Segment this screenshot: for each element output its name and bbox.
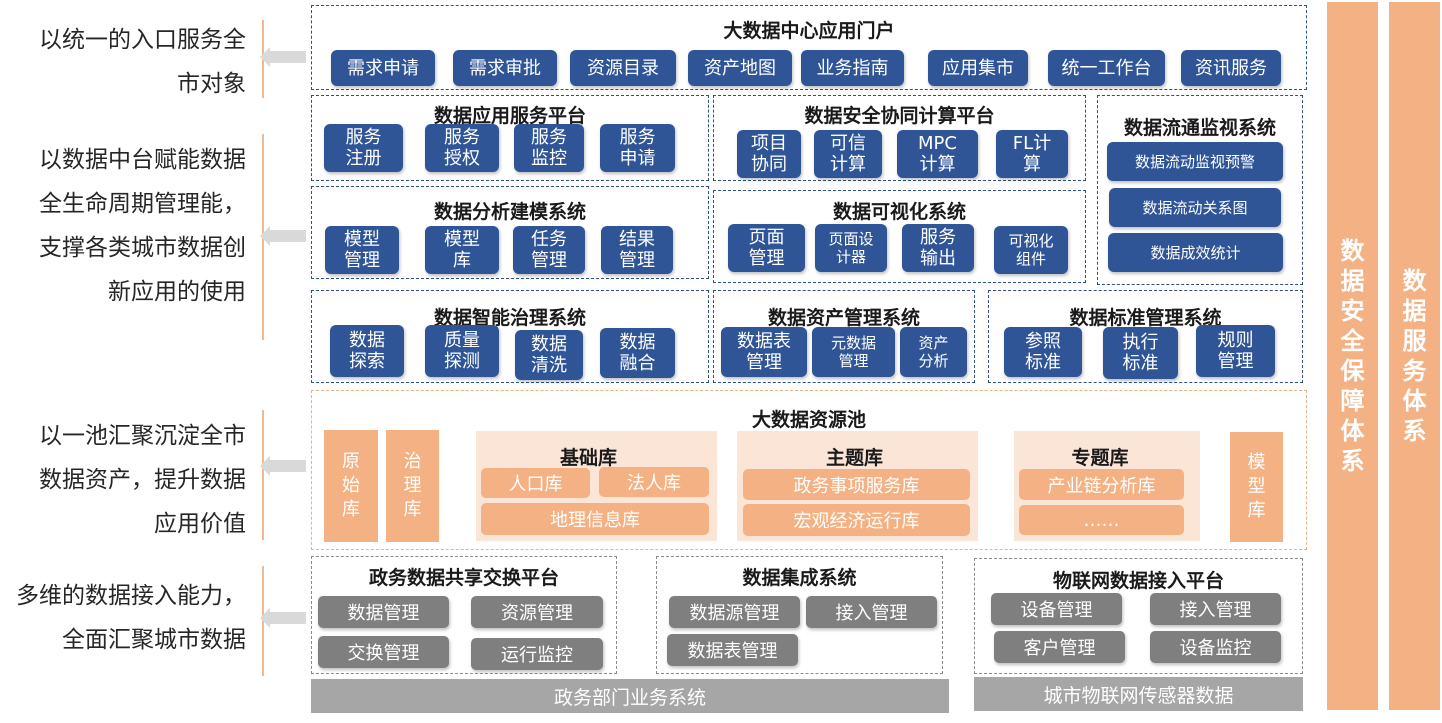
iot-button-access-manage[interactable]: 接入管理 (1150, 593, 1281, 625)
integration-button-access-manage[interactable]: 接入管理 (806, 596, 937, 628)
raw-lib-column: 原 始 库 (324, 430, 378, 542)
flow-button-effect-stats[interactable]: 数据成效统计 (1108, 233, 1283, 272)
governance-button-explore[interactable]: 数据 探索 (330, 325, 404, 377)
security-button-trusted-compute[interactable]: 可信 计算 (814, 130, 882, 178)
special-lib-item-industry-chain[interactable]: 产业链分析库 (1019, 469, 1184, 500)
flow-monitor-title: 数据流通监视系统 (1123, 117, 1276, 139)
gov-exchange-button-exchange-manage[interactable]: 交换管理 (318, 636, 449, 668)
security-button-fl-compute[interactable]: FL计 算 (996, 130, 1068, 178)
standard-button-rule[interactable]: 规则 管理 (1196, 325, 1275, 377)
integration-button-datasource-manage[interactable]: 数据源管理 (669, 596, 800, 628)
description-resource-pool: 以一池汇聚沉淀全市 数据资产，提升数据 应用价值 (39, 423, 246, 537)
description-middle-platform: 以数据中台赋能数据 全生命周期管理能， 支撑各类城市数据创 新应用的使用 (39, 147, 246, 305)
asset-button-analysis[interactable]: 资产 分析 (900, 327, 967, 377)
base-lib-item-population[interactable]: 人口库 (481, 468, 590, 498)
asset-mgmt-title: 数据资产管理系统 (767, 307, 920, 329)
base-lib-item-legal-person[interactable]: 法人库 (599, 467, 709, 497)
portal-button-news-service[interactable]: 资讯服务 (1181, 50, 1281, 86)
asset-button-metadata[interactable]: 元数据 管理 (812, 327, 895, 377)
topic-lib-title: 主题库 (825, 447, 883, 469)
governance-button-quality[interactable]: 质量 探测 (425, 325, 499, 377)
data-service-column: 数 据 服 务 体 系 (1389, 2, 1440, 710)
arrow-left-icon (260, 456, 306, 476)
visualization-button-page-designer[interactable]: 页面设 计器 (815, 224, 887, 272)
analysis-button-model-lib[interactable]: 模型 库 (425, 226, 499, 274)
description-data-access: 多维的数据接入能力， 全面汇聚城市数据 (16, 583, 246, 653)
visualization-title: 数据可视化系统 (832, 201, 966, 223)
base-lib-title: 基础库 (559, 447, 617, 469)
base-lib-item-geo-info[interactable]: 地理信息库 (481, 503, 709, 535)
portal-button-app-market[interactable]: 应用集市 (928, 50, 1028, 86)
analysis-button-model-manage[interactable]: 模型 管理 (325, 226, 399, 274)
standard-button-reference[interactable]: 参照 标准 (1004, 327, 1082, 377)
arrow-left-icon (260, 608, 306, 628)
visualization-button-components[interactable]: 可视化 组件 (994, 226, 1068, 274)
analysis-button-task-manage[interactable]: 任务 管理 (513, 226, 585, 274)
gov-exchange-button-resource-manage[interactable]: 资源管理 (471, 596, 603, 628)
description-portal: 以统一的入口服务全 市对象 (39, 27, 246, 97)
security-assurance-column: 数 据 安 全 保 障 体 系 (1327, 2, 1378, 710)
gov-exchange-title: 政务数据共享交换平台 (368, 567, 559, 589)
security-compute-title: 数据安全协同计算平台 (804, 105, 995, 127)
gov-exchange-button-data-manage[interactable]: 数据管理 (318, 596, 449, 628)
flow-button-relation-graph[interactable]: 数据流动关系图 (1109, 188, 1281, 227)
resource-pool-title: 大数据资源池 (751, 409, 866, 431)
portal-button-asset-map[interactable]: 资产地图 (688, 50, 792, 86)
app-service-button-monitor[interactable]: 服务 监控 (514, 124, 584, 172)
bottom-bar-iot-sensor-data: 城市物联网传感器数据 (974, 677, 1303, 711)
topic-lib-item-gov-affairs[interactable]: 政务事项服务库 (743, 469, 970, 500)
integration-title: 数据集成系统 (742, 567, 857, 589)
iot-button-device-monitor[interactable]: 设备监控 (1150, 631, 1281, 663)
portal-button-demand-approve[interactable]: 需求审批 (453, 50, 557, 86)
model-lib-column: 模 型 库 (1230, 432, 1283, 542)
governance-button-fusion[interactable]: 数据 融合 (600, 328, 675, 378)
iot-button-device-manage[interactable]: 设备管理 (991, 593, 1122, 625)
standard-mgmt-title: 数据标准管理系统 (1069, 307, 1222, 329)
integration-button-table-manage[interactable]: 数据表管理 (667, 634, 798, 666)
standard-button-execute[interactable]: 执行 标准 (1103, 327, 1178, 379)
security-button-project-collab[interactable]: 项目 协同 (737, 130, 801, 178)
portal-button-resource-catalog[interactable]: 资源目录 (570, 50, 676, 86)
visualization-button-page-manage[interactable]: 页面 管理 (728, 224, 805, 272)
portal-button-demand-apply[interactable]: 需求申请 (331, 50, 435, 86)
special-lib-item-more[interactable]: …… (1019, 505, 1184, 535)
portal-button-business-guide[interactable]: 业务指南 (801, 50, 904, 86)
asset-button-table-manage[interactable]: 数据表 管理 (721, 327, 807, 377)
app-service-button-apply[interactable]: 服务 申请 (600, 124, 675, 172)
special-lib-title: 专题库 (1071, 447, 1129, 469)
app-service-button-authorize[interactable]: 服务 授权 (425, 124, 499, 172)
analysis-button-result-manage[interactable]: 结果 管理 (601, 226, 673, 274)
app-service-title: 数据应用服务平台 (433, 105, 586, 127)
governance-lib-column: 治 理 库 (386, 430, 439, 542)
portal-title: 大数据中心应用门户 (723, 20, 895, 42)
app-service-button-register[interactable]: 服务 注册 (324, 124, 403, 172)
portal-button-unified-workbench[interactable]: 统一工作台 (1048, 50, 1165, 86)
arrow-left-icon (260, 47, 306, 67)
iot-access-title: 物联网数据接入平台 (1052, 570, 1224, 592)
gov-exchange-button-run-monitor[interactable]: 运行监控 (471, 638, 603, 670)
arrow-left-icon (260, 226, 306, 246)
security-button-mpc-compute[interactable]: MPC 计算 (897, 130, 978, 178)
analysis-title: 数据分析建模系统 (433, 201, 586, 223)
iot-button-customer-manage[interactable]: 客户管理 (994, 631, 1125, 663)
visualization-button-service-output[interactable]: 服务 输出 (902, 224, 974, 272)
governance-title: 数据智能治理系统 (433, 307, 586, 329)
governance-button-clean[interactable]: 数据 清洗 (515, 330, 583, 380)
bottom-bar-gov-business-systems: 政务部门业务系统 (311, 679, 949, 713)
flow-button-monitor-alert[interactable]: 数据流动监视预警 (1107, 142, 1283, 181)
topic-lib-item-macro-economy[interactable]: 宏观经济运行库 (743, 504, 970, 536)
